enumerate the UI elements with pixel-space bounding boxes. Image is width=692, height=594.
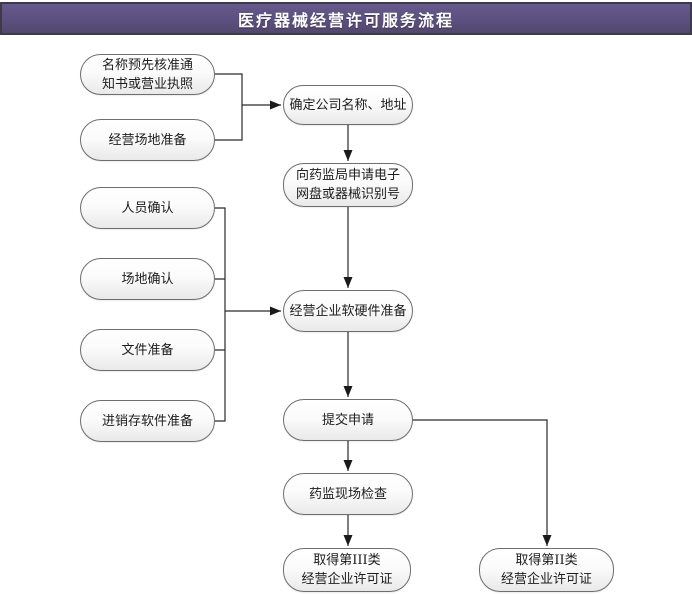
connector-group-top [215,73,243,141]
node-site-confirm: 场地确认 [80,258,215,300]
title-bar: 医疗器械经营许可服务流程 [0,2,692,35]
page-title: 医疗器械经营许可服务流程 [237,10,454,30]
node-inventory-software-prep: 进销存软件准备 [80,400,215,442]
node-class-iii-license: 取得第III类 经营企业许可证 [283,548,411,592]
node-apply-electronic-id: 向药监局申请电子 网盘或器械识别号 [283,163,413,207]
node-enterprise-hw-sw-prep: 经营企业软硬件准备 [283,290,413,332]
arrow-submit-to-class2 [413,419,552,546]
node-confirm-company-name-address: 确定公司名称、地址 [283,85,413,125]
node-onsite-inspection: 药监现场检查 [283,473,413,515]
connector-group-left [215,207,226,422]
node-document-prep: 文件准备 [80,329,215,371]
node-name-preapproval-notice: 名称预先核准通 知书或营业执照 [80,54,215,95]
node-submit-application: 提交申请 [283,399,413,441]
node-business-premises-prep: 经营场地准备 [80,119,215,161]
node-personnel-confirm: 人员确认 [80,187,215,229]
node-class-ii-license: 取得第II类 经营企业许可证 [479,548,614,592]
